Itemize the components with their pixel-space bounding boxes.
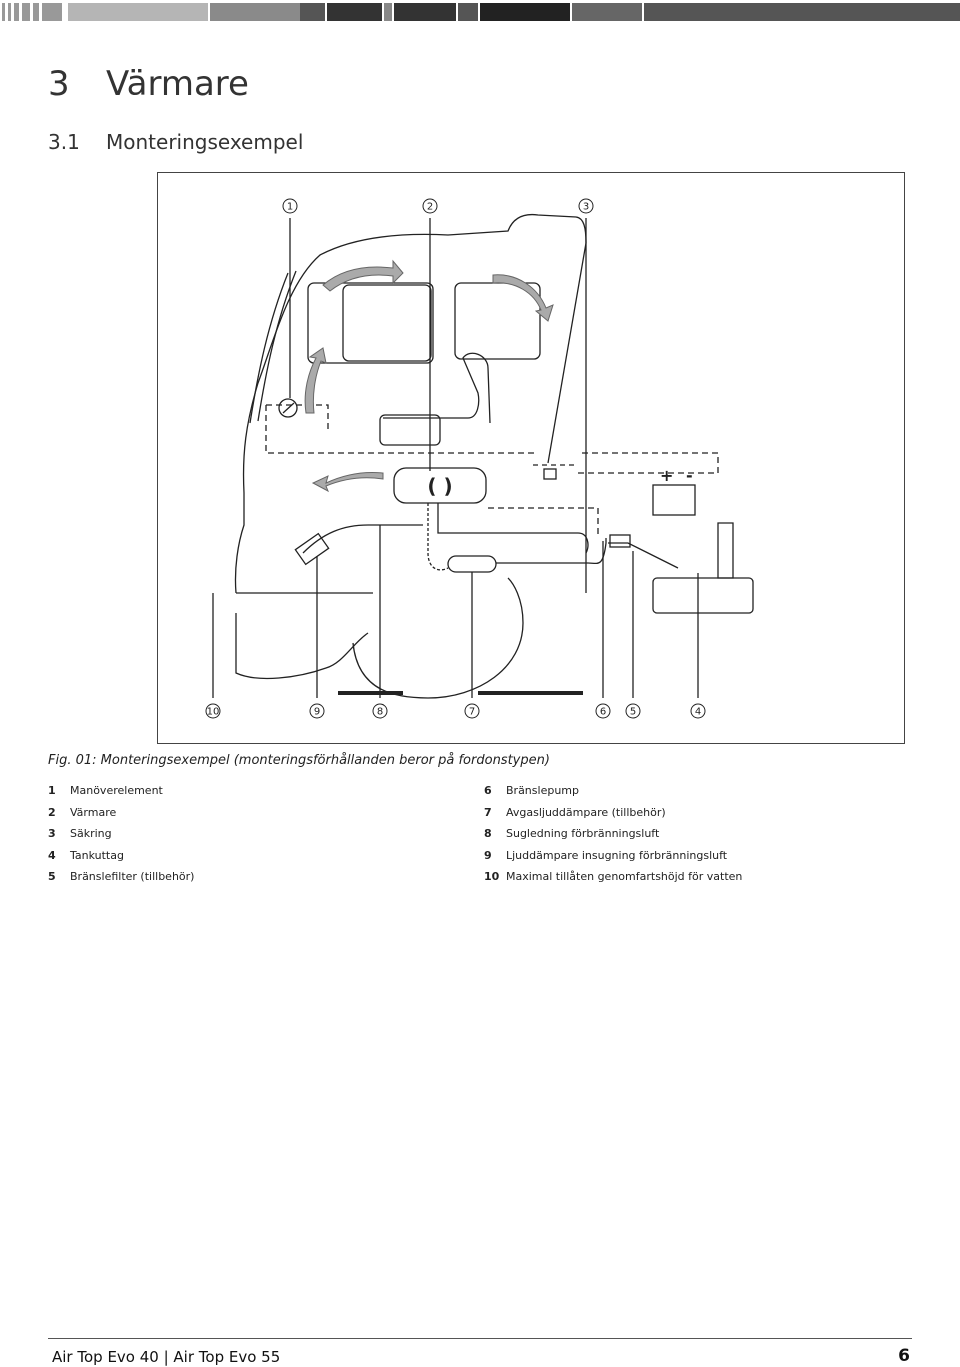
truck-installation-diagram: ( ) + - 1 2 3 10 9 8 7 6 5 4 — [205, 198, 754, 719]
callout-number: 7 — [469, 707, 475, 718]
chapter-number: 3 — [48, 64, 70, 104]
section-title: Monteringsexempel — [106, 130, 304, 154]
callout-circle — [595, 703, 611, 719]
section-heading: 3.1 Monteringsexempel — [48, 130, 303, 154]
callout-number: 3 — [583, 202, 589, 213]
callout-number: 9 — [314, 707, 320, 718]
control-element — [278, 398, 298, 418]
callout-circle — [578, 198, 594, 214]
callout-number: 10 — [207, 707, 220, 718]
chapter-heading: 3 Värmare — [48, 64, 249, 104]
airflow-arrow — [492, 274, 554, 322]
callout-circle — [282, 198, 298, 214]
callout-group: 1 2 3 10 9 8 7 6 5 4 — [205, 198, 706, 719]
exhaust-silencer — [447, 555, 497, 573]
header-decoration-bar — [0, 0, 960, 24]
callout-circle — [422, 198, 438, 214]
callout-circle — [205, 703, 221, 719]
battery — [652, 484, 696, 516]
wheel-arch — [352, 577, 524, 699]
windshield — [307, 282, 434, 364]
callout-number: 6 — [600, 707, 606, 718]
airflow-arrow — [322, 259, 404, 292]
callout-number: 8 — [377, 707, 383, 718]
callout-number: 1 — [287, 202, 293, 213]
airflow-arrow — [311, 472, 384, 493]
figure-caption: Fig. 01: Monteringsexempel (monteringsfö… — [48, 753, 550, 768]
footer-divider — [48, 1338, 912, 1339]
callout-circle — [690, 703, 706, 719]
callout-number: 5 — [630, 707, 636, 718]
callout-circle — [372, 703, 388, 719]
intake-silencer — [294, 532, 330, 566]
callout-circle — [309, 703, 325, 719]
installation-figure: ( ) + - 1 2 3 10 9 8 7 6 5 4 — [157, 172, 905, 744]
callout-number: 4 — [695, 707, 701, 718]
fuel-tank — [652, 577, 754, 614]
footer-product: Air Top Evo 40 | Air Top Evo 55 — [52, 1348, 281, 1366]
heater-symbol: ( ) — [427, 474, 452, 498]
battery-minus: - — [686, 466, 693, 485]
fuel-pump — [609, 534, 631, 548]
section-number: 3.1 — [48, 130, 80, 154]
fuse — [543, 468, 557, 480]
callout-number: 2 — [427, 202, 433, 213]
tank-filler-neck — [717, 522, 734, 579]
page-number: 6 — [898, 1346, 910, 1366]
chapter-title: Värmare — [106, 64, 249, 104]
battery-plus: + — [660, 466, 673, 485]
heater-unit — [393, 467, 487, 504]
side-window — [454, 282, 541, 360]
cab-outline — [234, 213, 587, 594]
callout-circle — [625, 703, 641, 719]
callout-circle — [464, 703, 480, 719]
airflow-arrow — [304, 347, 327, 414]
